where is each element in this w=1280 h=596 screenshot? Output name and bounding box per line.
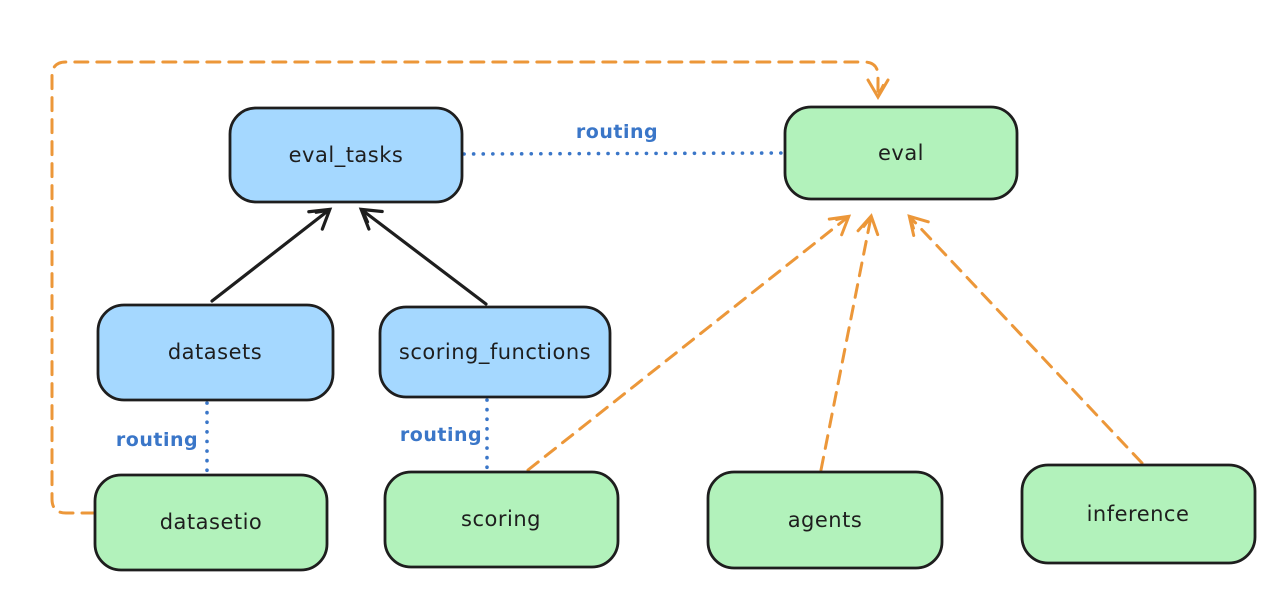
node-label-datasetio: datasetio: [160, 510, 263, 534]
node-label-eval: eval: [878, 141, 924, 165]
node-datasetio: datasetio: [93, 473, 329, 572]
edge-label-routing-top: routing: [576, 121, 658, 143]
node-eval: eval: [783, 105, 1019, 201]
edge-eval-tasks-eval: [462, 151, 785, 156]
node-datasets: datasets: [96, 303, 335, 402]
node-label-scoring-functions: scoring_functions: [399, 340, 591, 365]
node-inference: inference: [1020, 463, 1257, 565]
node-label-agents: agents: [788, 508, 863, 532]
node-label-eval-tasks: eval_tasks: [289, 143, 404, 168]
node-scoring-functions: scoring_functions: [378, 305, 612, 399]
edge-scoring-eval: [526, 214, 852, 472]
edge-inference-eval: [907, 214, 1144, 465]
node-agents: agents: [706, 470, 944, 570]
edge-agents-eval: [819, 213, 880, 472]
node-scoring: scoring: [383, 470, 620, 569]
node-label-scoring: scoring: [461, 507, 541, 531]
node-label-inference: inference: [1087, 502, 1190, 526]
edge-label-routing-mid: routing: [400, 424, 482, 446]
edge-datasetio-eval: [50, 60, 890, 515]
edge-label-routing-left: routing: [116, 429, 198, 451]
edge-scoring-functions-eval-tasks: [358, 207, 488, 306]
node-eval-tasks: eval_tasks: [228, 106, 464, 204]
edge-datasets-eval-tasks: [210, 207, 333, 303]
node-label-datasets: datasets: [168, 340, 262, 364]
